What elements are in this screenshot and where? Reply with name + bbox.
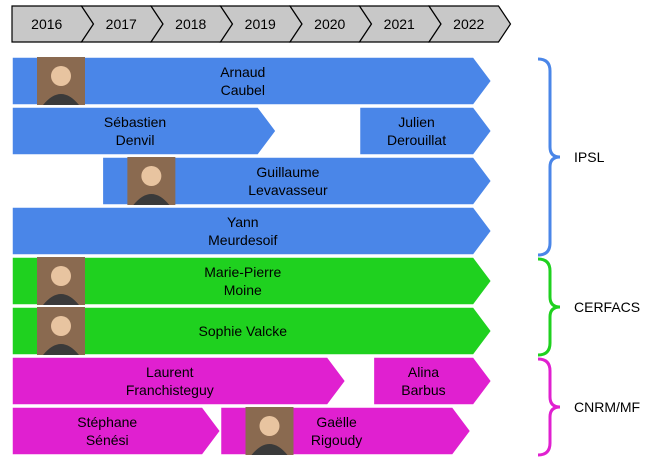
person-bar: Sophie Valcke	[11, 306, 493, 356]
person-photo	[127, 157, 176, 205]
group-brace: CERFACS	[537, 257, 640, 357]
person-name-line1: Arnaud	[220, 64, 265, 80]
person-name-line2: Denvil	[116, 132, 155, 148]
person-name-line2: Sénési	[86, 432, 129, 448]
year-label: 2018	[175, 16, 206, 32]
person-name-line2: Caubel	[221, 82, 265, 98]
year-chevron: 2021	[358, 5, 442, 43]
group-label: CERFACS	[574, 299, 640, 315]
person-name-line1: Gaëlle	[316, 414, 357, 430]
year-chevron: 2018	[149, 5, 234, 43]
person-name-line2: Franchisteguy	[126, 382, 214, 398]
year-label: 2022	[453, 16, 484, 32]
year-chevron: 2022	[427, 5, 512, 43]
group-brace: IPSL	[537, 57, 605, 257]
year-chevron: 2017	[80, 5, 164, 43]
person-photo	[37, 257, 85, 305]
person-name-line1: Sophie Valcke	[199, 323, 288, 339]
group-label: IPSL	[574, 149, 605, 165]
person-name-line1: Stéphane	[77, 414, 137, 430]
person-name-line2: Moine	[224, 282, 262, 298]
year-label: 2017	[106, 16, 137, 32]
year-label: 2016	[31, 16, 62, 32]
person-name-line2: Barbus	[401, 382, 445, 398]
person-name-line1: Yann	[227, 214, 259, 230]
person-name-line2: Meurdesoif	[208, 232, 277, 248]
person-name-line2: Rigoudy	[311, 432, 362, 448]
year-chevron: 2019	[219, 5, 303, 43]
person-name-line1: Marie-Pierre	[204, 264, 281, 280]
person-name-line1: Julien	[398, 114, 435, 130]
group-label: CNRM/MF	[574, 399, 640, 415]
person-name-line1: Guillaume	[256, 164, 319, 180]
person-name-line1: Alina	[408, 364, 439, 380]
year-chevron: 2020	[288, 5, 373, 43]
person-name-line1: Sébastien	[104, 114, 166, 130]
year-label: 2020	[314, 16, 345, 32]
group-brace: CNRM/MF	[537, 357, 640, 457]
year-label: 2021	[384, 16, 415, 32]
person-name-line2: Levavasseur	[248, 182, 328, 198]
person-photo	[245, 407, 294, 455]
person-photo	[37, 307, 85, 355]
person-name-line1: Laurent	[146, 364, 194, 380]
year-chevron: 2016	[11, 5, 95, 43]
person-photo	[37, 57, 85, 105]
year-label: 2019	[245, 16, 276, 32]
person-name-line2: Derouillat	[387, 132, 446, 148]
